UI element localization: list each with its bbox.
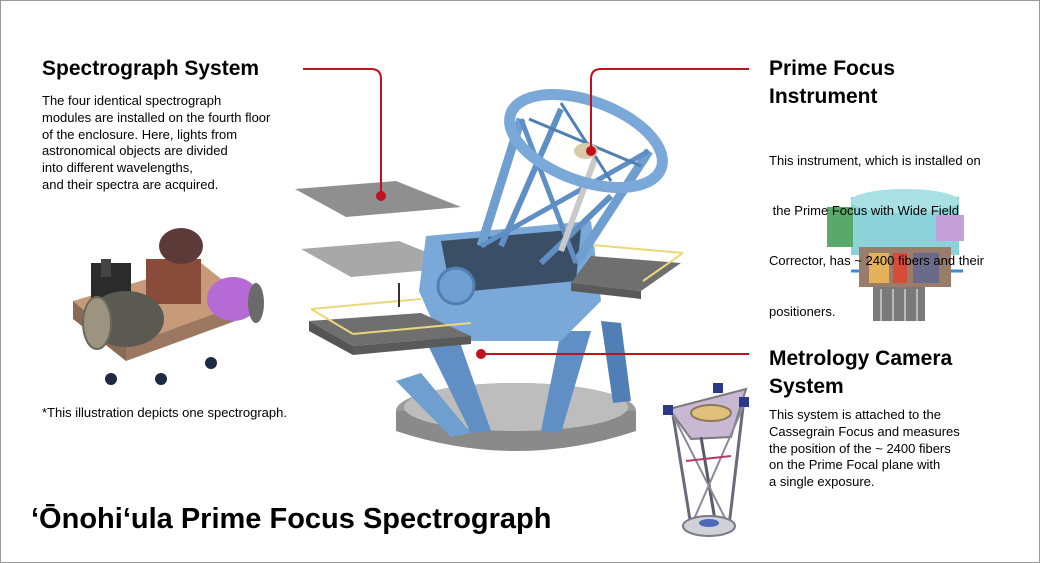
spectrograph-description-line: astronomical objects are divided — [42, 143, 228, 159]
prime-focus-description: This instrument, which is installed on t… — [769, 119, 984, 354]
spectrograph-description-line: and their spectra are acquired. — [42, 176, 219, 192]
spectrograph-description-line: The four identical spectrograph — [42, 93, 222, 108]
prime-focus-instrument-illustration — [827, 189, 964, 321]
leader-line-spectrograph — [303, 68, 386, 201]
metrology-heading-line: Metrology Camera — [769, 347, 953, 370]
spectrograph-description-line: modules are installed on the fourth floo… — [42, 109, 271, 125]
metrology-description-line: a single exposure. — [769, 474, 875, 490]
spectrograph-description-line: into different wavelengths, — [42, 160, 193, 176]
metrology-camera-illustration — [663, 383, 749, 537]
leader-line-prime-focus — [586, 68, 749, 156]
prime-focus-heading: Prime Focus Instrument — [769, 55, 895, 111]
prime-focus-description-line: positioners. — [769, 303, 836, 319]
prime-focus-heading-line: Instrument — [769, 85, 878, 108]
metrology-heading-line: System — [769, 375, 844, 398]
spectrograph-heading: Spectrograph System — [42, 57, 260, 80]
prime-focus-description-line: This instrument, which is installed on — [769, 152, 981, 168]
spectrograph-description: The four identical spectrograph modules … — [42, 93, 270, 194]
spectrograph-description-line: of the enclosure. Here, lights from — [42, 126, 238, 142]
spectrograph-footnote: *This illustration depicts one spectrogr… — [42, 405, 287, 420]
metrology-heading: Metrology Camera System — [769, 345, 952, 401]
prime-focus-heading-line: Prime Focus — [769, 57, 896, 80]
metrology-description-line: on the Prime Focal plane with — [769, 457, 941, 473]
metrology-description-line: This system is attached to the — [769, 407, 941, 422]
metrology-description-line: Cassegrain Focus and measures — [769, 423, 960, 439]
prime-focus-description-line: Corrector, has ~ 2400 fibers and their — [769, 253, 984, 269]
main-title: ‘Ōnohi‘ula Prime Focus Spectrograph — [31, 503, 552, 535]
telescope-illustration — [309, 89, 684, 451]
spectrograph-illustration — [73, 228, 264, 385]
prime-focus-description-line: the Prime Focus with Wide Field — [769, 202, 960, 218]
leader-line-metrology — [476, 349, 749, 359]
metrology-description-line: the position of the ~ 2400 fibers — [769, 440, 951, 456]
metrology-description: This system is attached to the Cassegrai… — [769, 407, 960, 491]
